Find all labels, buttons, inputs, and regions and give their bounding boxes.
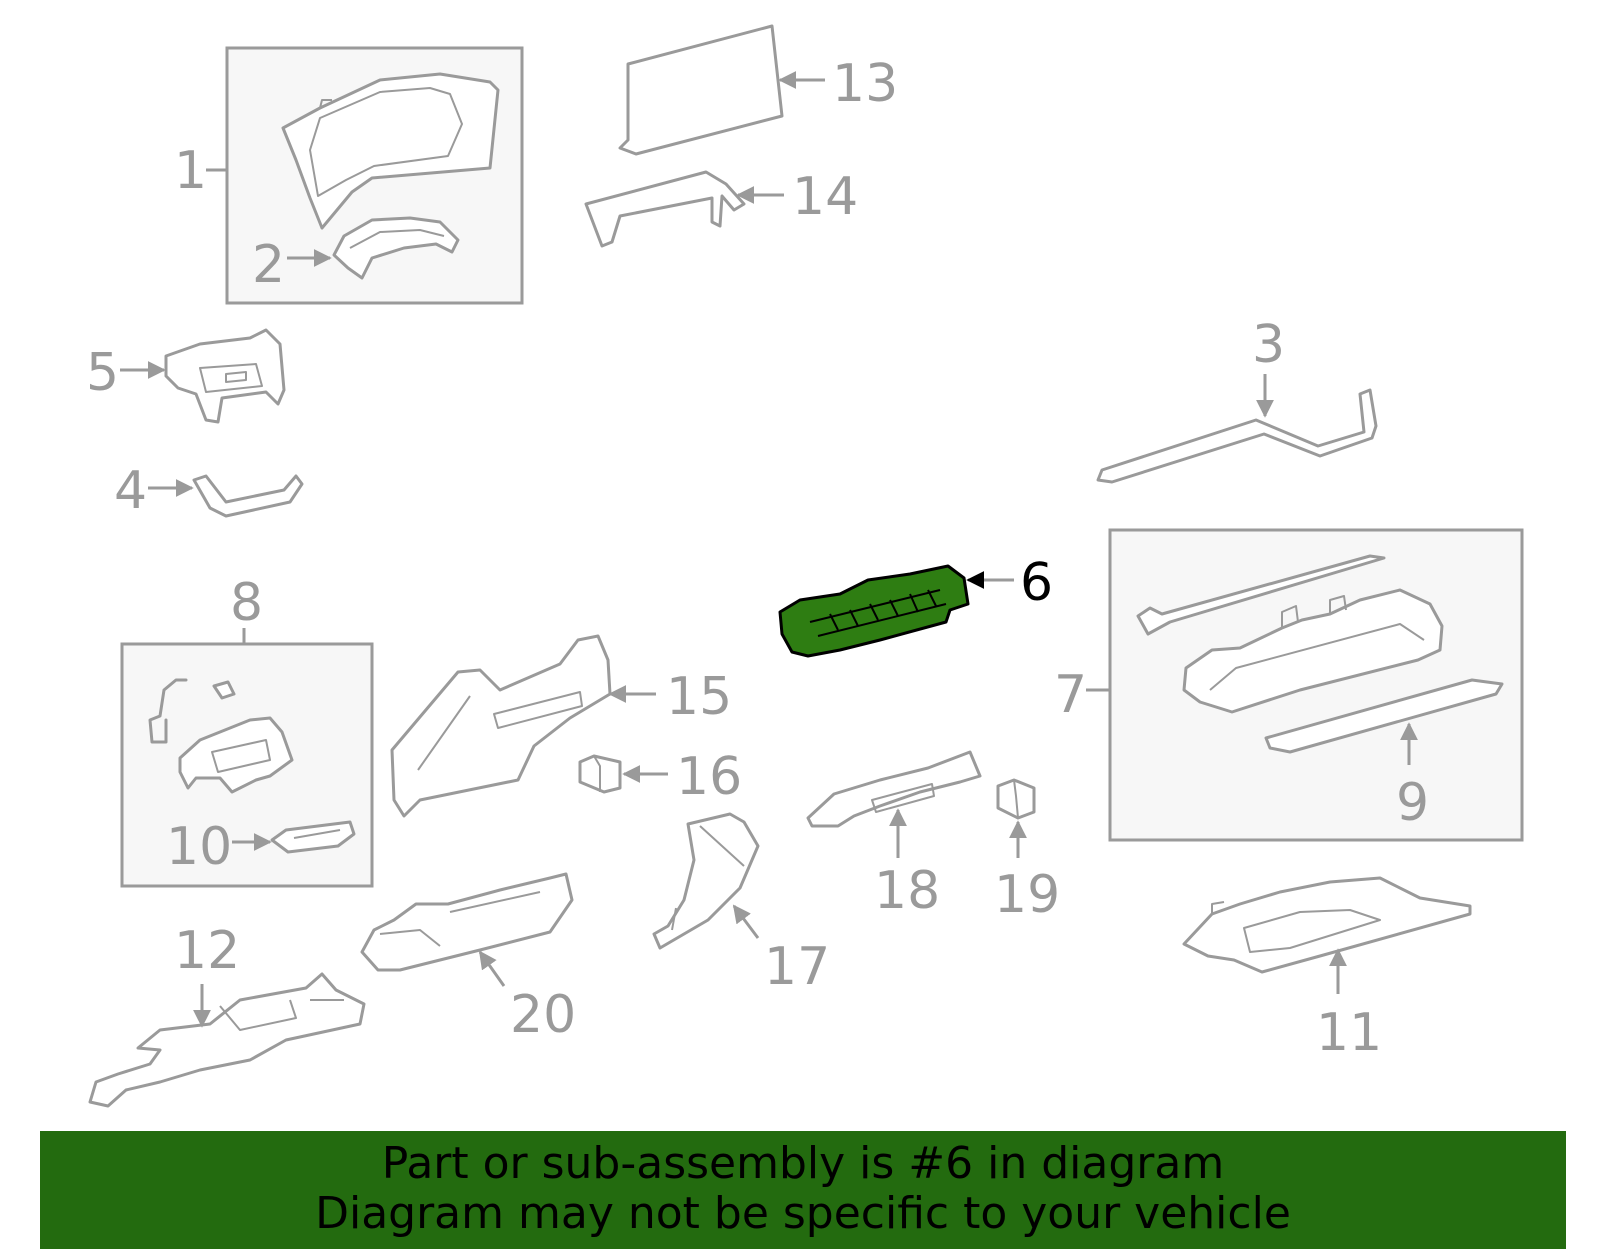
part-6-climate-control-panel[interactable] bbox=[778, 564, 970, 658]
part-19-clip[interactable] bbox=[996, 778, 1036, 820]
callout-14: 14 bbox=[792, 167, 858, 227]
part-9-trim-strip[interactable] bbox=[1264, 678, 1504, 754]
banner-line-1: Part or sub-assembly is #6 in diagram bbox=[381, 1138, 1225, 1189]
part-2-cluster-bracket[interactable] bbox=[332, 216, 460, 280]
part-1-instrument-cluster[interactable] bbox=[281, 72, 500, 230]
part-4-trim-strip[interactable] bbox=[192, 474, 304, 518]
callout-16: 16 bbox=[676, 747, 742, 807]
part-10-bezel[interactable] bbox=[270, 820, 356, 854]
callout-8: 8 bbox=[230, 573, 263, 633]
callout-13: 13 bbox=[832, 54, 898, 114]
callout-20: 20 bbox=[510, 985, 576, 1045]
leader-17 bbox=[732, 904, 760, 939]
banner-line-2: Diagram may not be specific to your vehi… bbox=[315, 1188, 1291, 1239]
part-17-trim-cover[interactable] bbox=[652, 812, 760, 950]
callout-6: 6 bbox=[1020, 553, 1053, 613]
callout-5: 5 bbox=[86, 343, 119, 403]
callout-1: 1 bbox=[174, 141, 207, 201]
callout-11: 11 bbox=[1316, 1003, 1382, 1063]
part-12-lower-panel[interactable] bbox=[88, 972, 366, 1108]
callout-10: 10 bbox=[166, 817, 232, 877]
part-11-glove-box[interactable] bbox=[1182, 876, 1472, 974]
part-18-switch-panel[interactable] bbox=[806, 750, 982, 828]
callout-7: 7 bbox=[1054, 665, 1087, 725]
part-7-dash-panel[interactable] bbox=[1136, 554, 1444, 714]
part-8-switch-harness[interactable] bbox=[148, 678, 294, 794]
part-20-knee-panel[interactable] bbox=[360, 872, 574, 972]
callout-19: 19 bbox=[994, 865, 1060, 925]
callout-15: 15 bbox=[666, 667, 732, 727]
callout-3: 3 bbox=[1252, 315, 1285, 375]
callout-2: 2 bbox=[252, 235, 285, 295]
part-16-clip[interactable] bbox=[578, 754, 622, 794]
part-14-display-bezel[interactable] bbox=[584, 170, 746, 248]
callout-12: 12 bbox=[174, 921, 240, 981]
callout-17: 17 bbox=[764, 937, 830, 997]
part-13-display[interactable] bbox=[618, 24, 784, 156]
part-15-side-panel[interactable] bbox=[390, 634, 612, 818]
info-banner: Part or sub-assembly is #6 in diagram Di… bbox=[40, 1131, 1566, 1249]
leader-20 bbox=[478, 950, 506, 987]
callout-9: 9 bbox=[1396, 773, 1429, 833]
callout-18: 18 bbox=[874, 861, 940, 921]
callout-4: 4 bbox=[114, 461, 147, 521]
part-3-dash-trim[interactable] bbox=[1096, 388, 1378, 484]
part-5-switch-assembly[interactable] bbox=[164, 328, 286, 424]
